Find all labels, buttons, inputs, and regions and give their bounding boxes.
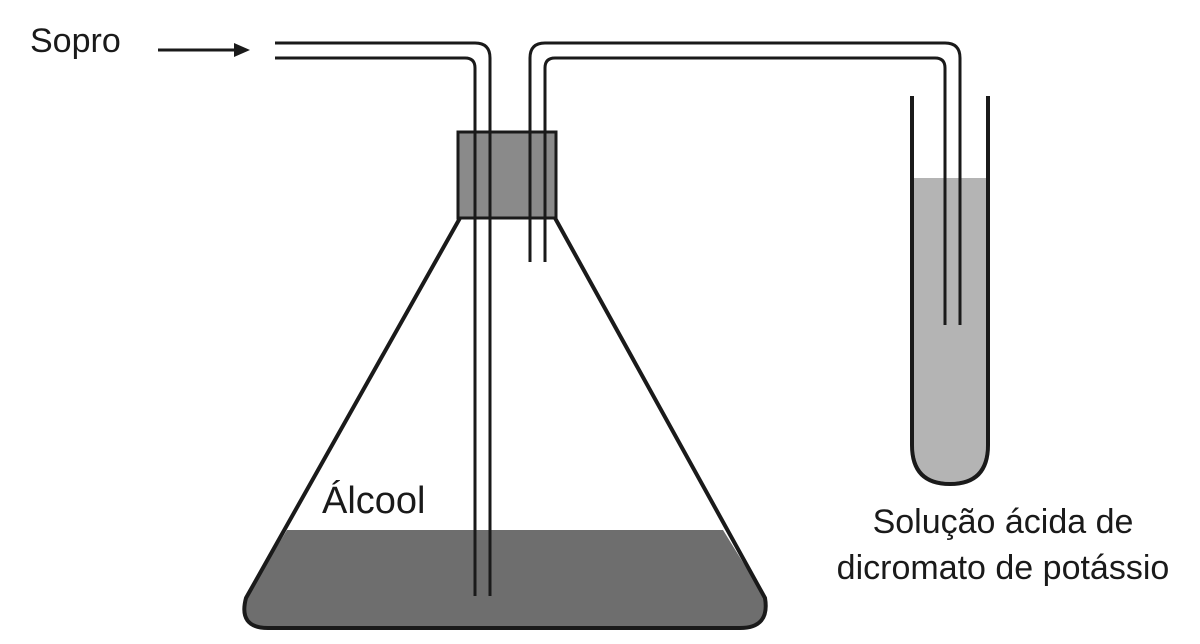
solucao-label: Solução ácida de dicromato de potássio <box>818 500 1188 592</box>
inlet-tube <box>275 41 492 596</box>
outlet-tube <box>528 41 962 325</box>
outlet-tube-submerged <box>943 178 962 325</box>
test-tube <box>910 96 990 487</box>
alcohol-liquid <box>244 530 766 628</box>
blow-arrow-icon <box>158 43 250 57</box>
stopper <box>456 130 558 220</box>
erlenmeyer-flask <box>242 217 768 630</box>
dichromate-solution <box>914 178 986 482</box>
sopro-label: Sopro <box>30 22 121 60</box>
solucao-label-line2: dicromato de potássio <box>836 548 1170 587</box>
alcool-label: Álcool <box>322 480 426 522</box>
solucao-label-line1: Solução ácida de <box>872 503 1134 541</box>
